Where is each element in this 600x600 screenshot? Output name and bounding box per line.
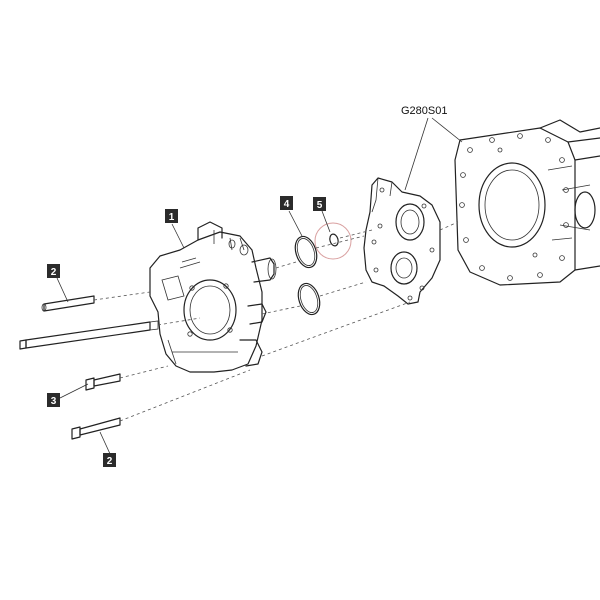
transmission-housing <box>454 119 600 286</box>
assembly-lines <box>93 221 459 422</box>
reference-code-text: G280S01 <box>401 105 447 117</box>
svg-text:4: 4 <box>284 199 290 210</box>
adapter-plate <box>363 177 441 305</box>
pump-body <box>149 221 277 373</box>
callout-5: 5 <box>313 197 326 211</box>
long-bolt <box>41 295 95 312</box>
callout-leaders <box>56 210 331 457</box>
svg-text:2: 2 <box>51 267 57 278</box>
callout-4: 4 <box>280 196 293 210</box>
lower-bolt <box>71 417 121 440</box>
svg-text:2: 2 <box>107 456 113 467</box>
reference-code-label: G280S01 <box>401 105 463 191</box>
small-o-ring <box>329 233 339 247</box>
o-ring-lower <box>297 282 321 316</box>
callout-2-upper: 2 <box>47 264 60 278</box>
callout-2-lower: 2 <box>103 453 116 467</box>
shaft <box>19 320 159 350</box>
o-ring-upper <box>294 235 318 269</box>
svg-text:5: 5 <box>317 200 323 211</box>
svg-text:3: 3 <box>51 396 57 407</box>
callout-3: 3 <box>47 393 60 407</box>
highlight-circle <box>314 222 352 260</box>
short-bolt <box>85 373 121 391</box>
callout-1: 1 <box>165 209 178 223</box>
svg-text:1: 1 <box>169 212 175 223</box>
